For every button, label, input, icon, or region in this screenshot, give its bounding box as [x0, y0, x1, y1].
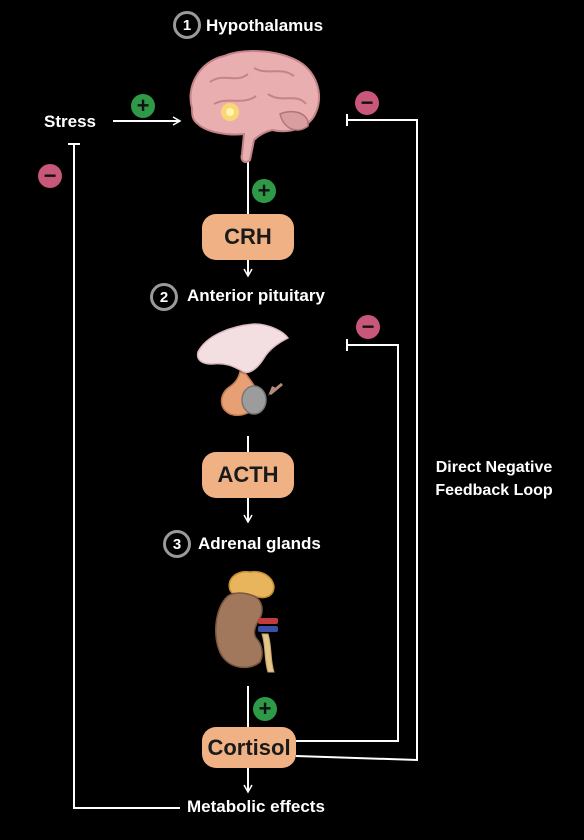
feedback-loop-label: Direct Negative Feedback Loop: [424, 456, 564, 502]
inner-feedback-line: [296, 344, 399, 742]
feedback-label-line1: Direct Negative: [435, 459, 553, 476]
step-3-badge: 3: [163, 530, 191, 558]
crh-plus-sign: +: [252, 179, 276, 203]
stress-label: Stress: [44, 112, 96, 131]
adrenal-glands-label: Adrenal glands: [198, 534, 321, 553]
stress-loop-line: [73, 144, 180, 809]
adrenal-kidney-icon: [215, 570, 278, 673]
cortisol-pill: Cortisol: [202, 727, 296, 768]
brain-icon: [189, 50, 321, 163]
pituitary-gland-icon: [196, 323, 290, 416]
anterior-pituitary-label: Anterior pituitary: [187, 286, 325, 305]
crh-pill: CRH: [202, 214, 294, 260]
hypothalamus-minus-sign: −: [355, 91, 379, 115]
feedback-label-line2: Feedback Loop: [435, 482, 553, 499]
hypothalamus-label: Hypothalamus: [206, 16, 324, 35]
stress-loop-minus-sign: −: [38, 164, 62, 188]
step-1-badge: 1: [173, 11, 201, 39]
stress-plus-sign: +: [131, 94, 155, 118]
pituitary-minus-sign: −: [356, 315, 380, 339]
step-2-badge: 2: [150, 283, 178, 311]
metabolic-effects-label: Metabolic effects: [187, 797, 325, 816]
outer-feedback-line: [295, 119, 418, 762]
acth-pill: ACTH: [202, 452, 294, 498]
cortisol-plus-sign: +: [253, 697, 277, 721]
